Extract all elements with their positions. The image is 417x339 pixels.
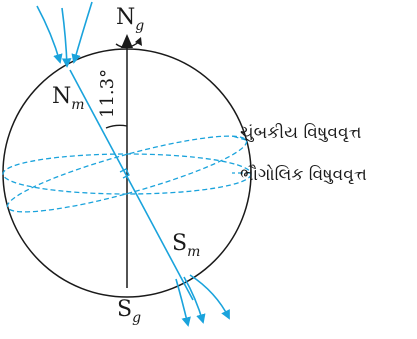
geographic-south-label: Sg [117,297,141,326]
field-line-top-2 [62,8,67,66]
field-line-bottom-3 [190,275,229,318]
field-line-top-1 [37,6,60,62]
declination-angle-label: 11.3° [97,69,118,118]
declination-arc [106,125,127,128]
field-line-top-3 [74,2,92,62]
magnetic-south-label: Sm [172,231,200,260]
magnetic-axis [70,70,193,300]
magnetic-equator-label: ચુંબકીય વિષુવવૃત્ત [240,123,362,143]
geographic-equator-label: ભૌગોલિક વિષુવવૃત્ત [240,164,367,185]
geographic-north-label: Ng [116,5,144,34]
